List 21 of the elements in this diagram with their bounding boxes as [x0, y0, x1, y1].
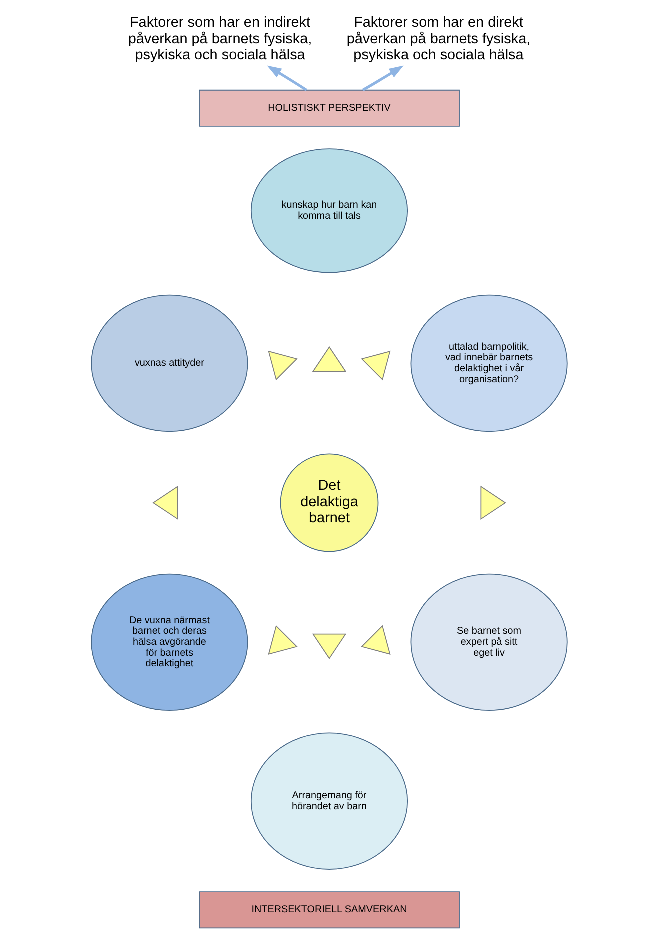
node-ellipse: Arrangemang för hörandet av barn: [250, 732, 408, 870]
node-triangle: [152, 486, 178, 520]
node-ellipse: De vuxna närmast barnet och deras hälsa avgörande för barnets delaktighet: [91, 574, 248, 712]
node-triangle: [312, 634, 347, 660]
node-ellipse: kunskap hur barn kan komma till tals: [250, 148, 408, 274]
node-triangle: [268, 625, 298, 655]
node-triangle: [480, 486, 506, 520]
node-triangle: [268, 350, 298, 381]
node-ellipse: Se barnet som expert på sitt eget liv: [410, 574, 568, 712]
node-ellipse: vuxnas attityder: [91, 294, 248, 432]
node-ellipse: uttalad barnpolitik, vad innebär barnets delaktighet i vår organisation?: [410, 294, 568, 432]
node-text: Faktorer som har en indirekt påverkan på barnets fysiska, psykiska och sociala hälsa: [128, 14, 312, 64]
node-triangle: [361, 350, 391, 381]
node-triangle: [312, 346, 347, 372]
arrow: [362, 66, 404, 92]
node-triangle: [361, 625, 391, 655]
node-circle: Det delaktiga barnet: [280, 454, 379, 552]
node-box: HOLISTISKT PERSPEKTIV: [199, 90, 460, 127]
arrow: [267, 66, 308, 92]
node-text: Faktorer som har en direkt påverkan på barnets fysiska, psykiska och sociala hälsa: [346, 14, 531, 64]
node-box: INTERSEKTORIELL SAMVERKAN: [199, 892, 460, 929]
